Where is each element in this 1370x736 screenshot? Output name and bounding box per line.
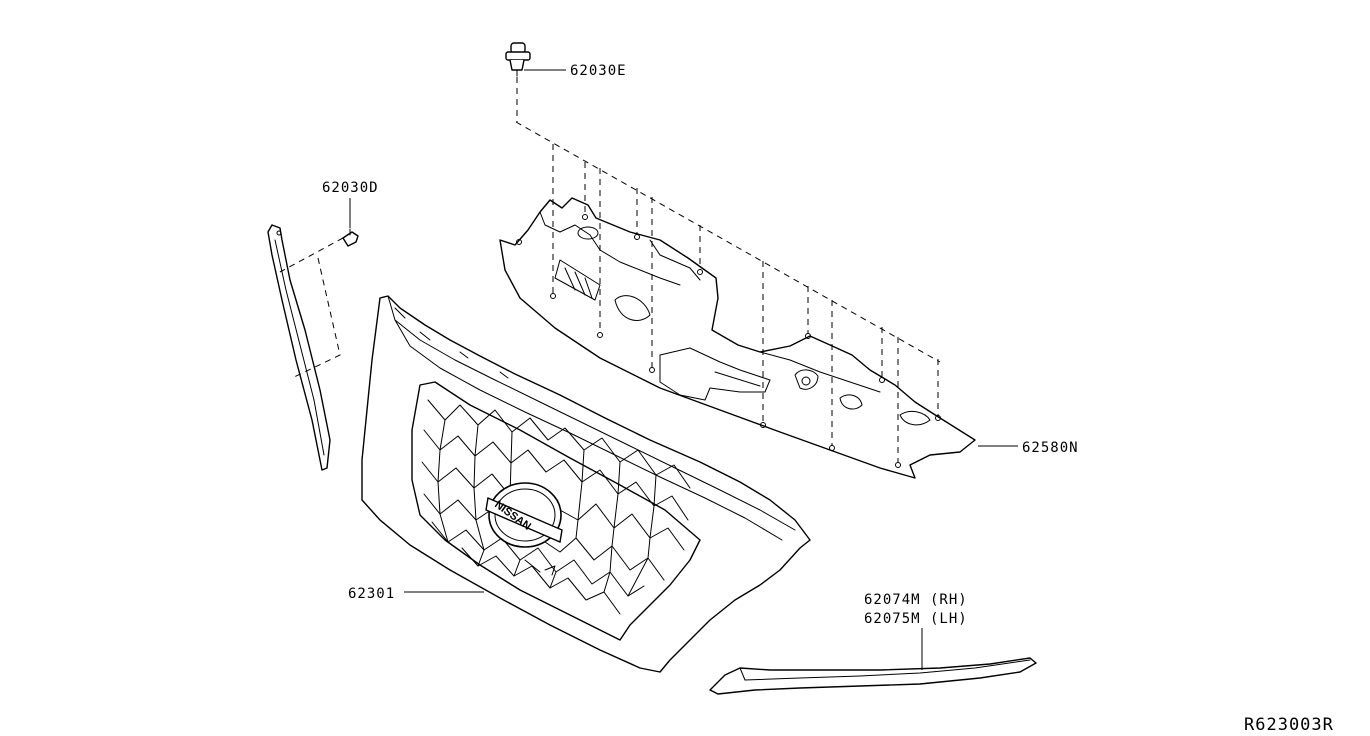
label-62075m: 62075M (LH) <box>864 611 968 627</box>
label-62580n: 62580N <box>1022 440 1079 456</box>
clip-guide-lines <box>552 144 939 463</box>
label-62030d: 62030D <box>322 180 379 196</box>
reference-code: R623003R <box>1244 715 1334 735</box>
label-62074m: 62074M (RH) <box>864 592 968 608</box>
clip-62030d-guide <box>279 237 344 379</box>
label-62030e: 62030E <box>570 63 627 79</box>
nissan-emblem: NISSAN <box>485 482 563 548</box>
radiator-core-cover-62580n[interactable] <box>499 121 976 479</box>
clip-62030e[interactable] <box>505 42 531 77</box>
front-grille-62301[interactable]: NISSAN <box>361 295 811 673</box>
label-62301: 62301 <box>348 586 395 602</box>
lower-molding-62074m-62075m[interactable] <box>709 657 1037 695</box>
side-molding-left[interactable] <box>267 224 331 471</box>
clip-62030d[interactable] <box>342 228 359 247</box>
